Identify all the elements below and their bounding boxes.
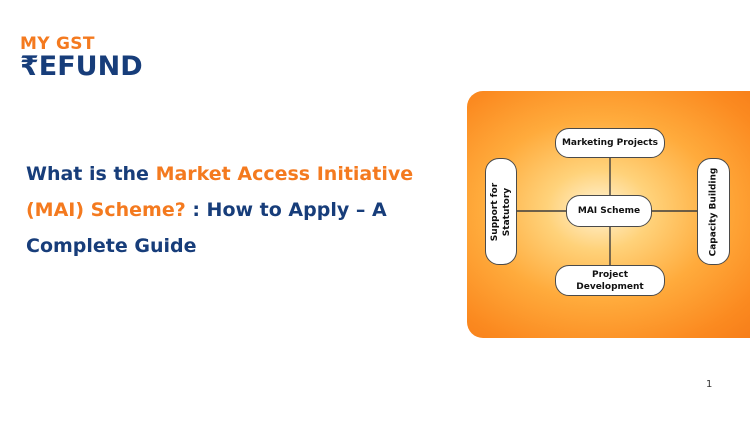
- logo-top-text: MY GST: [20, 34, 95, 54]
- logo-bottom-word: EFUND: [38, 51, 143, 82]
- node-support-for-statutory: Support for Statutory: [485, 158, 517, 265]
- brand-logo: MY GST ₹EFUND: [20, 34, 170, 84]
- node-capacity-building: Capacity Building: [697, 158, 730, 265]
- page-number: 1: [706, 379, 713, 390]
- mai-diagram: Marketing Projects MAI Scheme Project De…: [467, 91, 750, 338]
- node-project-development-line1: Project: [591, 269, 629, 280]
- title-part-1: What is the: [26, 163, 156, 185]
- node-support-line2: Statutory: [502, 187, 512, 236]
- node-capacity-building-label: Capacity Building: [708, 167, 719, 256]
- node-support-for-statutory-text: Support for Statutory: [489, 182, 513, 240]
- rupee-icon: ₹: [20, 51, 39, 82]
- title-highlight: Market Access Initiative (MAI) Scheme?: [26, 163, 414, 221]
- node-mai-scheme-label: MAI Scheme: [577, 206, 641, 216]
- node-project-development-line2: Development: [576, 281, 644, 292]
- node-project-development: Project Development: [555, 265, 665, 296]
- node-mai-scheme: MAI Scheme: [566, 195, 652, 227]
- logo-bottom-text: ₹EFUND: [20, 51, 143, 83]
- node-marketing-projects: Marketing Projects: [555, 128, 665, 158]
- title-part-2: : How to Apply – A Complete Guide: [26, 199, 387, 257]
- node-support-line1: Support for: [490, 182, 500, 241]
- page-title: What is the Market Access Initiative (MA…: [26, 156, 466, 264]
- node-marketing-projects-label: Marketing Projects: [561, 138, 659, 148]
